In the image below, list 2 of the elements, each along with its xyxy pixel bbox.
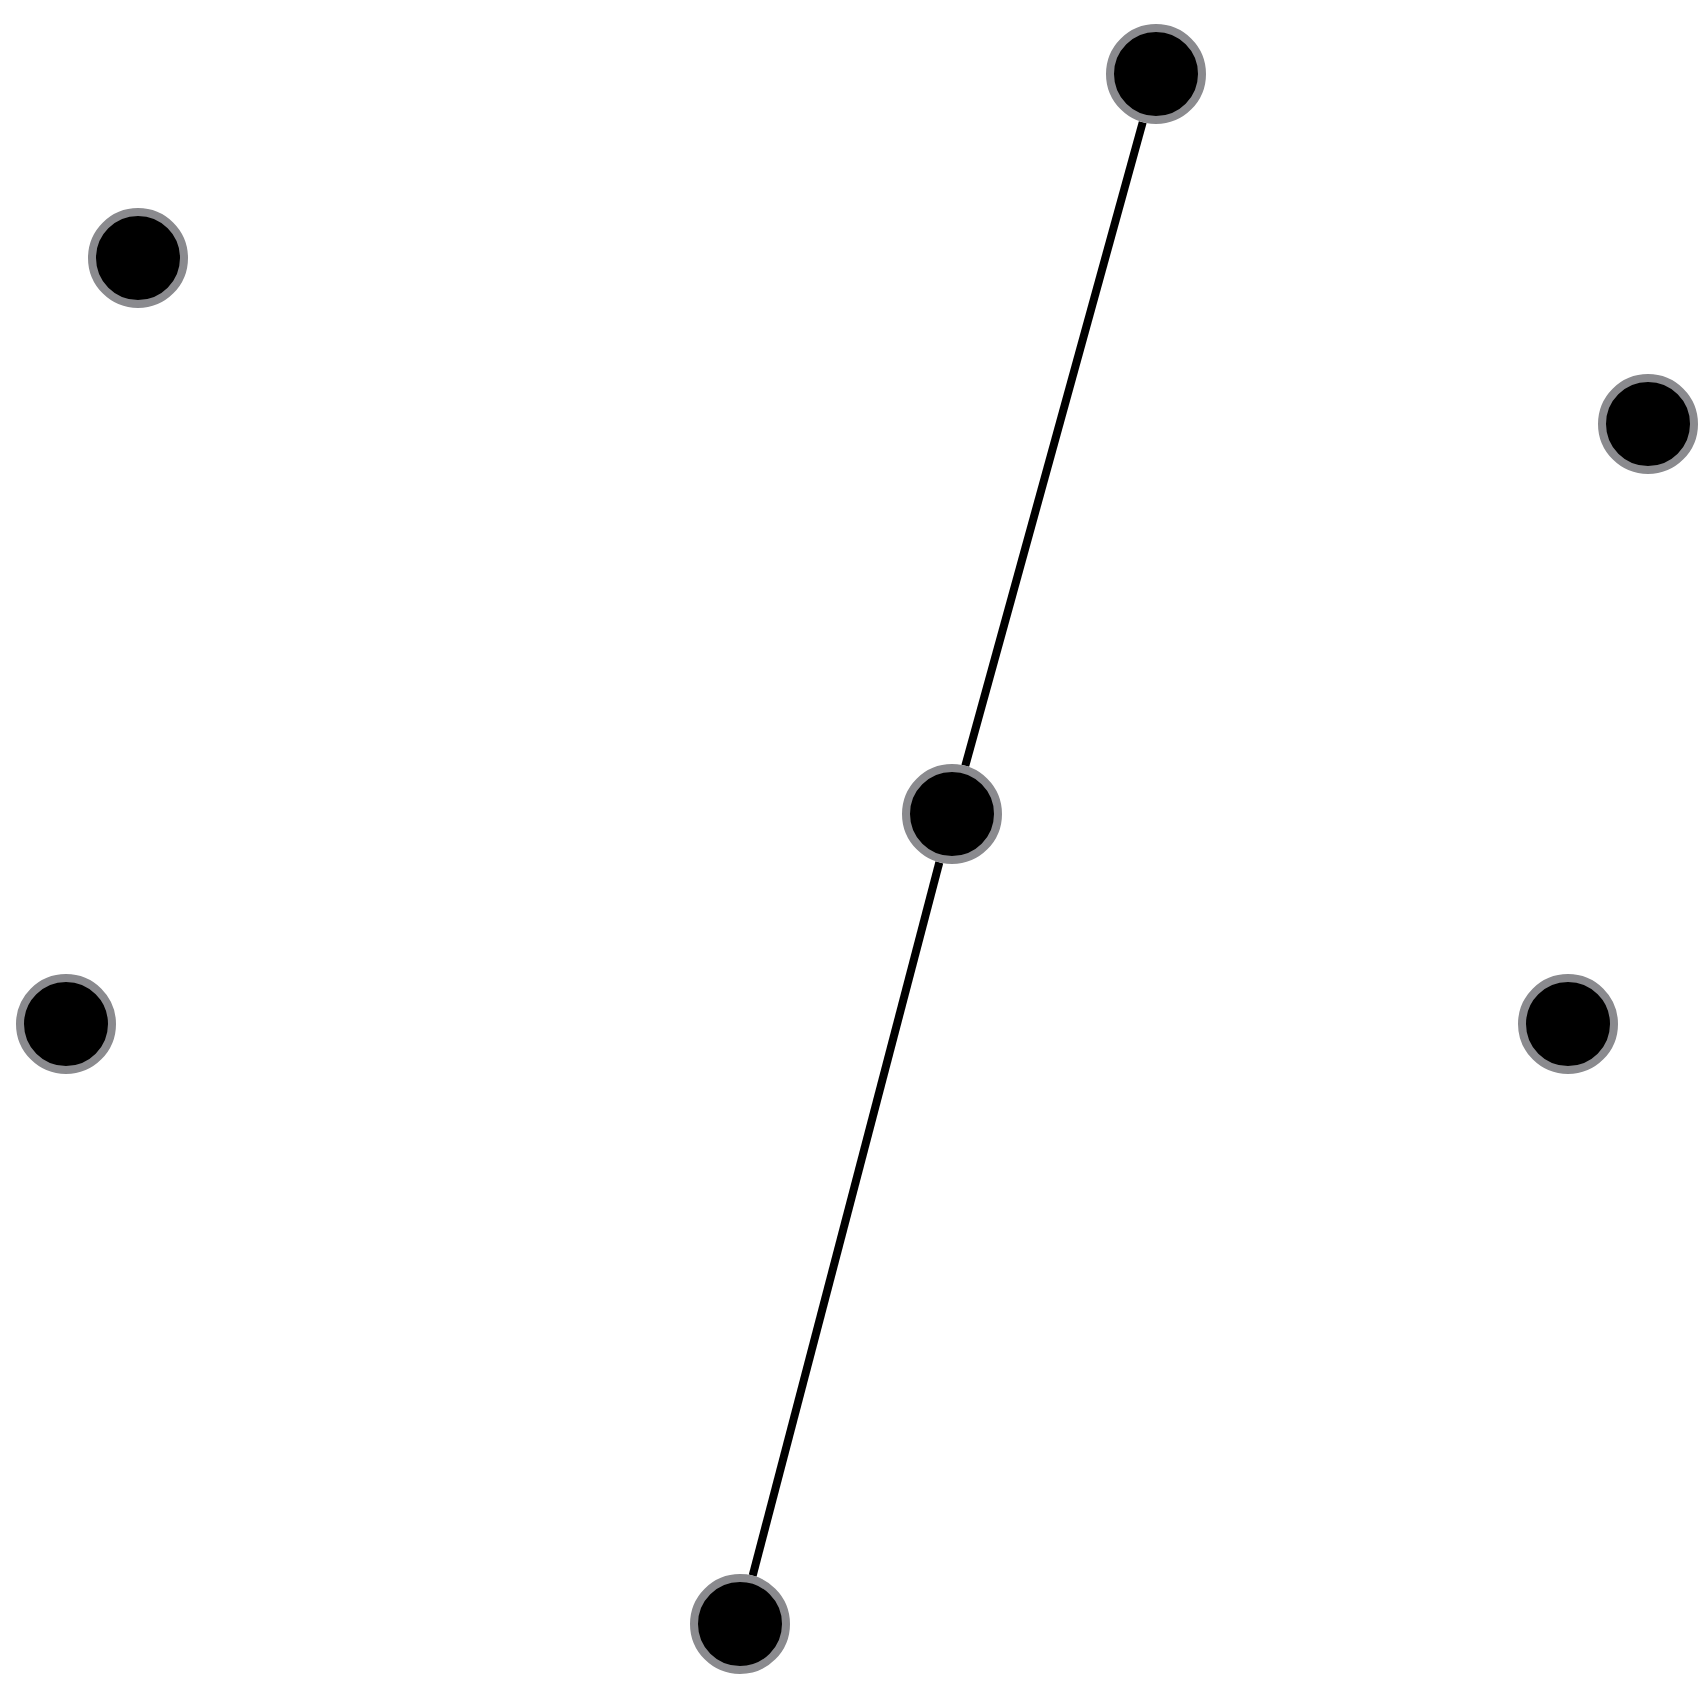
connector-line	[748, 861, 944, 1577]
connector-line	[961, 121, 1147, 767]
